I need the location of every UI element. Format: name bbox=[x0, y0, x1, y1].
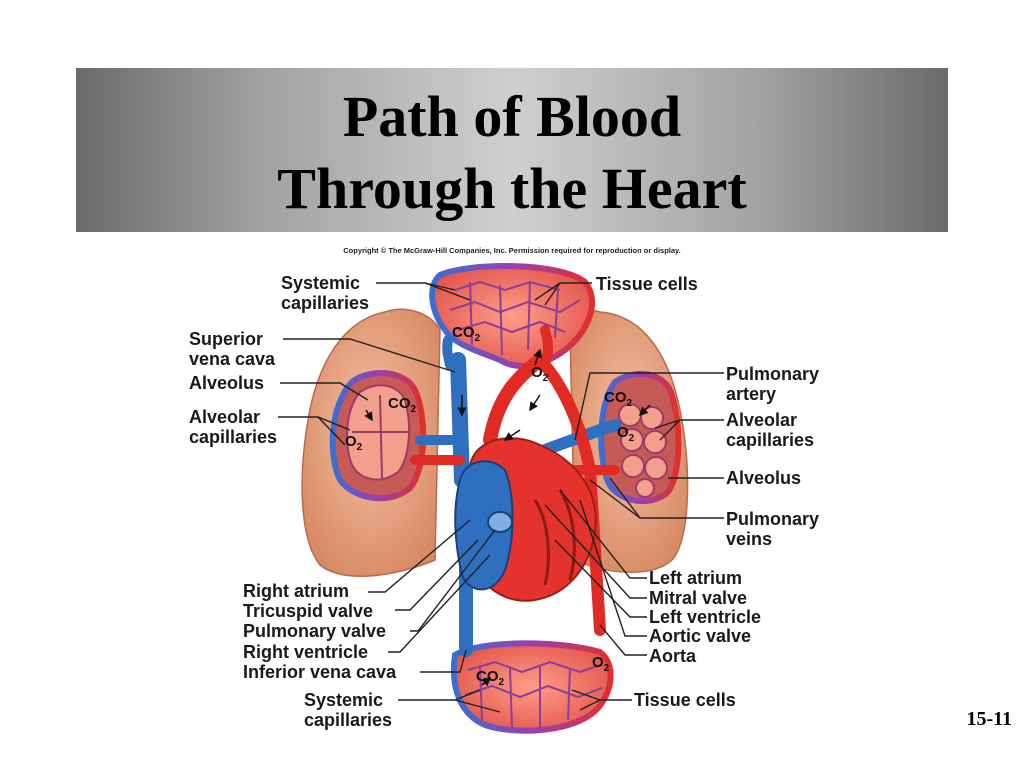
label-left-ventricle: Left ventricle bbox=[649, 607, 762, 627]
gas-co2-right: CO2 bbox=[604, 389, 633, 409]
label-tricuspid-valve: Tricuspid valve bbox=[243, 601, 374, 621]
label-aorta: Aorta bbox=[649, 646, 697, 666]
label-text: Systemic capillaries bbox=[281, 273, 370, 313]
label-left-atrium: Left atrium bbox=[649, 568, 743, 588]
copyright-notice: Copyright © The McGraw-Hill Companies, I… bbox=[343, 246, 681, 255]
label-pulmonary-artery: Pulmonary artery bbox=[726, 364, 820, 404]
gas-co2-left: CO2 bbox=[388, 395, 417, 415]
top-tissue-capillary-bed bbox=[429, 262, 596, 370]
gas-co2-top: CO2 bbox=[452, 324, 481, 344]
bottom-tissue-capillary-bed bbox=[450, 640, 614, 734]
gas-co2-bottom: CO2 bbox=[476, 668, 505, 688]
label-alveolar-capillaries-right: Alveolar capillaries bbox=[726, 410, 815, 450]
flow-arrows bbox=[364, 348, 651, 687]
label-alveolar-capillaries-left: Alveolar capillaries bbox=[189, 407, 278, 447]
label-inferior-vena-cava: Inferior vena cava bbox=[243, 662, 397, 682]
gas-labels: CO2 O2 CO2 O2 CO2 O2 CO2 O2 bbox=[345, 324, 635, 688]
slide-title-line-2: Through the Heart bbox=[277, 156, 747, 221]
label-tissue-cells-top: Tissue cells bbox=[596, 274, 698, 294]
label-superior-vena-cava: Superior vena cava bbox=[189, 329, 276, 369]
label-alveolus-right: Alveolus bbox=[726, 468, 802, 488]
label-systemic-capillaries-bottom: Systemic capillaries bbox=[304, 690, 393, 730]
gas-o2-bottom: O2 bbox=[592, 654, 610, 674]
title-banner: Path of Blood Through the Heart bbox=[76, 68, 948, 232]
label-pulmonary-veins: Pulmonary veins bbox=[726, 509, 820, 549]
label-mitral-valve: Mitral valve bbox=[649, 588, 748, 608]
label-pulmonary-valve: Pulmonary valve bbox=[243, 621, 387, 641]
slide-title-line-1: Path of Blood bbox=[342, 84, 682, 149]
gas-o2-left: O2 bbox=[345, 433, 363, 453]
right-alveolus-cluster bbox=[598, 371, 682, 504]
label-right-ventricle: Right ventricle bbox=[243, 642, 369, 662]
gas-o2-top: O2 bbox=[531, 364, 549, 384]
label-aortic-valve: Aortic valve bbox=[649, 626, 752, 646]
slide-number: 15-11 bbox=[966, 708, 1012, 730]
leader-lines bbox=[278, 282, 724, 713]
label-tissue-cells-bottom: Tissue cells bbox=[634, 690, 736, 710]
label-right-atrium: Right atrium bbox=[243, 581, 349, 601]
left-alveolus-cluster bbox=[329, 369, 427, 502]
label-alveolus-left: Alveolus bbox=[189, 373, 265, 393]
label-systemic-capillaries-top: Systemic capillaries bbox=[281, 273, 369, 313]
gas-o2-right: O2 bbox=[617, 424, 635, 444]
heart bbox=[454, 437, 597, 602]
